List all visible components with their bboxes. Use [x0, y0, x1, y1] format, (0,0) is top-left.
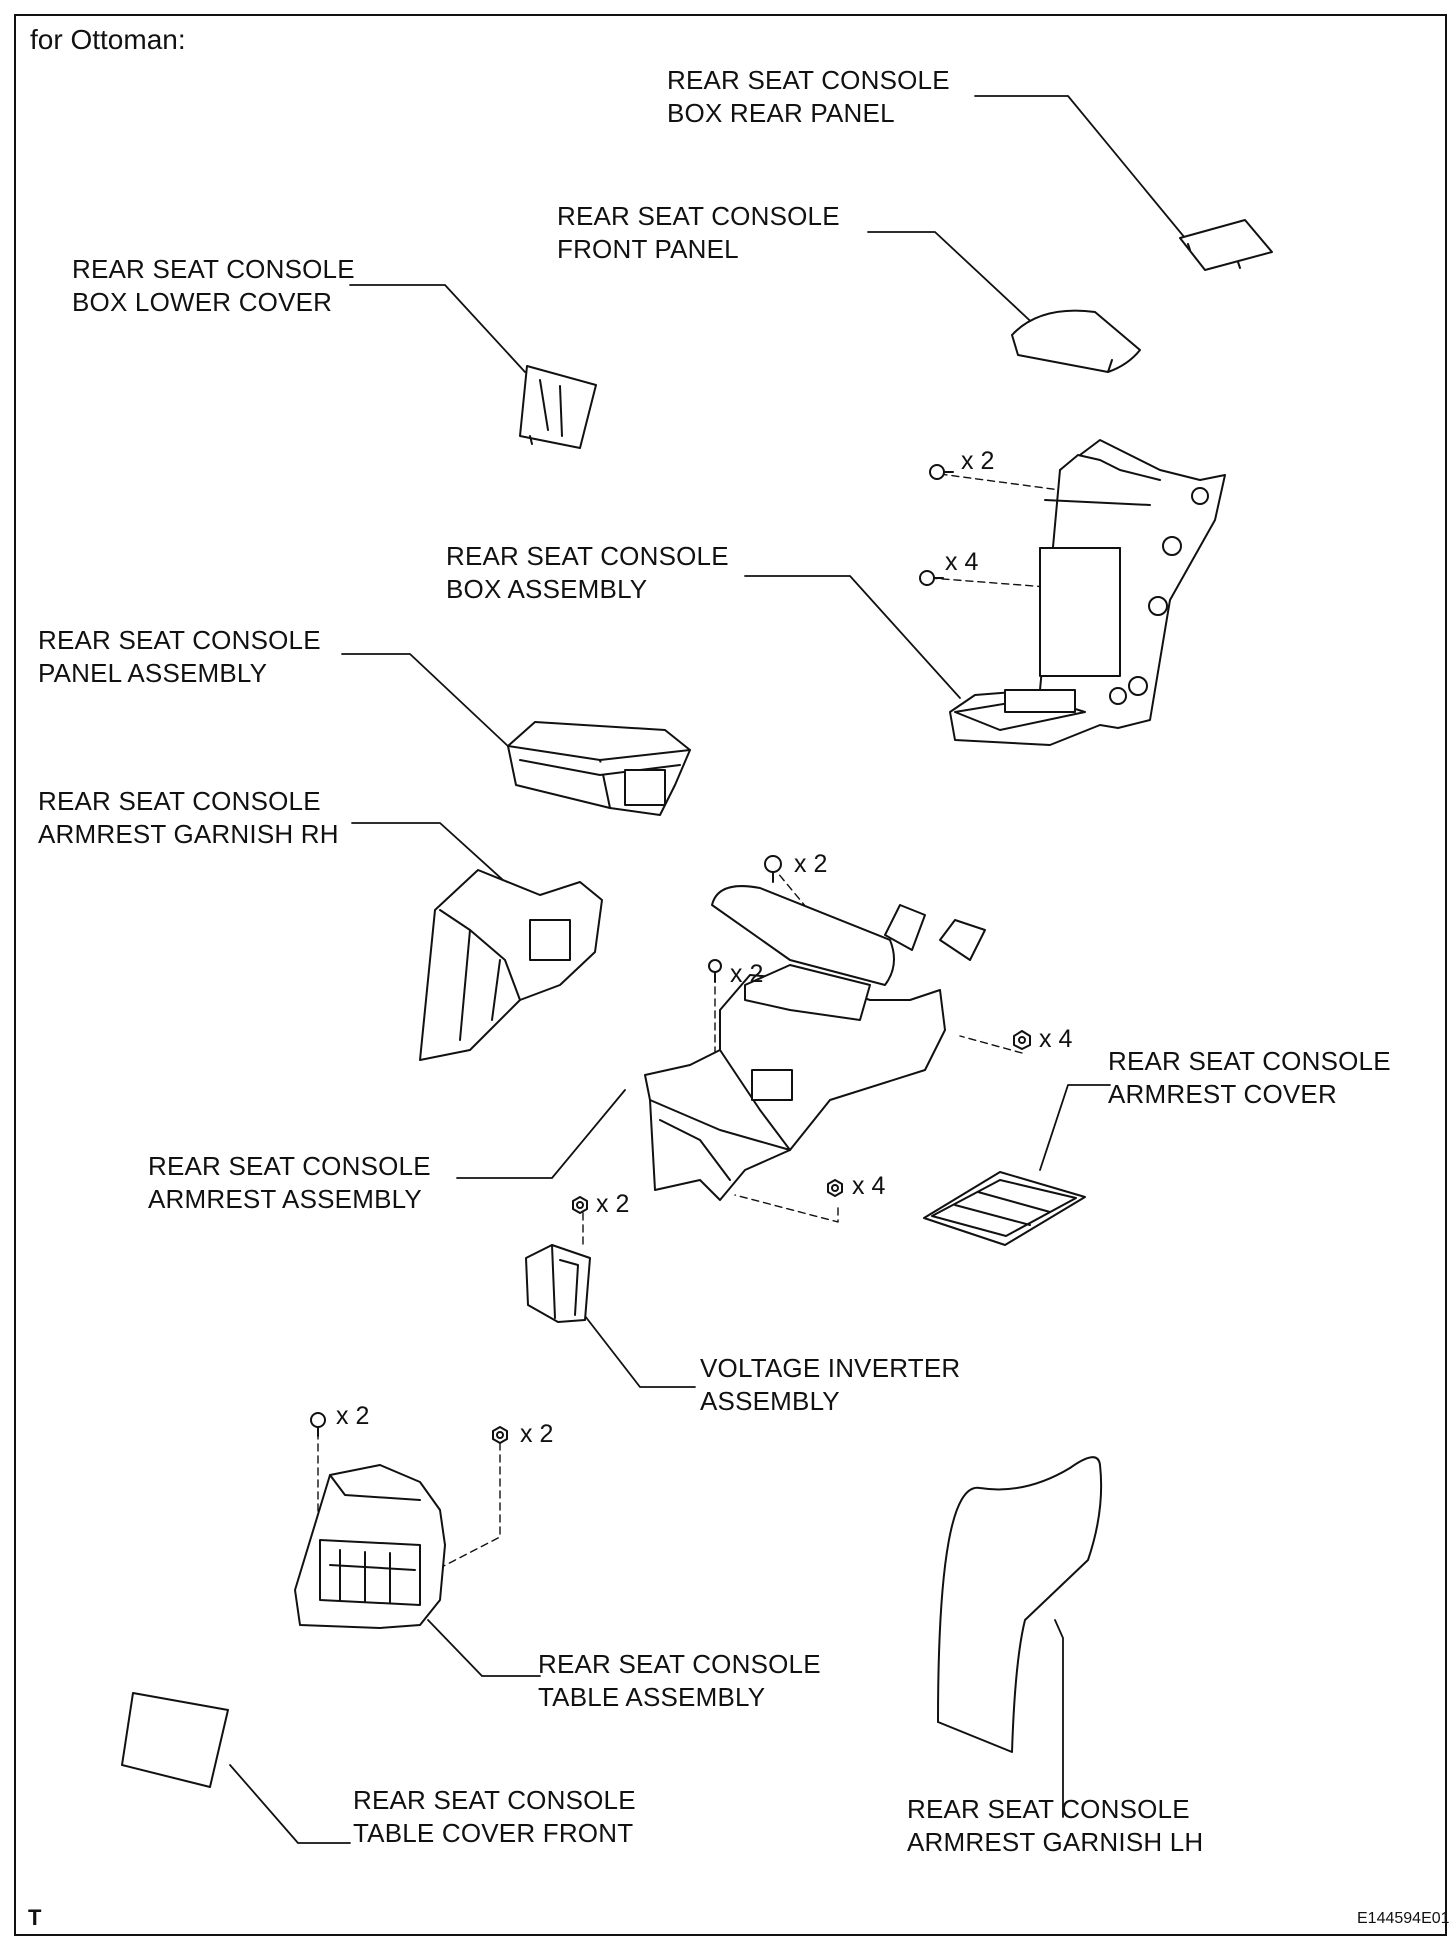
label-box-lower-cover: REAR SEAT CONSOLE BOX LOWER COVER — [72, 254, 355, 317]
qty-box-top-bolts: x 2 — [961, 447, 995, 475]
figure-id: E144594E01 — [1357, 1910, 1450, 1927]
qty-table-bolts: x 2 — [336, 1402, 370, 1430]
armrest-garnish-rh-part — [419, 869, 603, 1061]
diagram-heading: for Ottoman: — [30, 24, 186, 55]
label-panel-assembly: REAR SEAT CONSOLE PANEL ASSEMBLY — [38, 625, 321, 688]
nut-icon — [572, 1196, 588, 1214]
qty-armrest-right-nuts: x 4 — [1039, 1025, 1073, 1053]
label-armrest-garnish-rh: REAR SEAT CONSOLE ARMREST GARNISH RH — [38, 786, 339, 849]
label-voltage-inverter: VOLTAGE INVERTER ASSEMBLY — [700, 1353, 961, 1416]
label-box-assembly: REAR SEAT CONSOLE BOX ASSEMBLY — [446, 541, 729, 604]
armrest-cover-part — [923, 1171, 1086, 1246]
qty-armrest-left-bolts: x 2 — [730, 960, 764, 988]
panel-assembly-part — [507, 721, 691, 816]
qty-armrest-top-bolts: x 2 — [794, 850, 828, 878]
label-armrest-assembly: REAR SEAT CONSOLE ARMREST ASSEMBLY — [148, 1151, 431, 1214]
label-front-panel: REAR SEAT CONSOLE FRONT PANEL — [557, 201, 840, 264]
qty-table-nuts: x 2 — [520, 1420, 554, 1448]
voltage-inverter-part — [525, 1244, 591, 1323]
box-lower-cover-part — [519, 365, 597, 449]
armrest-garnish-lh-part — [937, 1456, 1103, 1753]
qty-inverter-nuts: x 2 — [596, 1190, 630, 1218]
box-rear-panel-part — [1179, 219, 1273, 271]
nut-icon — [1013, 1030, 1031, 1050]
label-table-cover-front: REAR SEAT CONSOLE TABLE COVER FRONT — [353, 1785, 636, 1848]
qty-armrest-bottom-nuts: x 4 — [852, 1172, 886, 1200]
qty-box-mid-bolts: x 4 — [945, 548, 979, 576]
label-box-rear-panel: REAR SEAT CONSOLE BOX REAR PANEL — [667, 65, 950, 128]
bolt-icon — [929, 464, 954, 480]
table-cover-front-part — [121, 1692, 229, 1788]
bolt-icon — [708, 959, 722, 983]
fasteners — [310, 464, 1031, 1444]
bolt-icon — [919, 570, 944, 586]
front-panel-part — [1011, 309, 1141, 373]
box-assembly-part — [949, 439, 1226, 746]
label-armrest-garnish-lh: REAR SEAT CONSOLE ARMREST GARNISH LH — [907, 1794, 1204, 1857]
label-table-assembly: REAR SEAT CONSOLE TABLE ASSEMBLY — [538, 1649, 821, 1712]
label-armrest-cover: REAR SEAT CONSOLE ARMREST COVER — [1108, 1046, 1391, 1109]
corner-mark: T — [28, 1905, 42, 1930]
bolt-icon — [310, 1412, 326, 1437]
diagram-frame — [14, 14, 1447, 1936]
table-assembly-part — [294, 1464, 446, 1629]
nut-icon — [492, 1426, 508, 1444]
armrest-assembly-part — [644, 885, 986, 1201]
nut-icon — [827, 1179, 843, 1197]
bolt-icon — [764, 855, 782, 883]
leader-lines — [229, 95, 1186, 1844]
